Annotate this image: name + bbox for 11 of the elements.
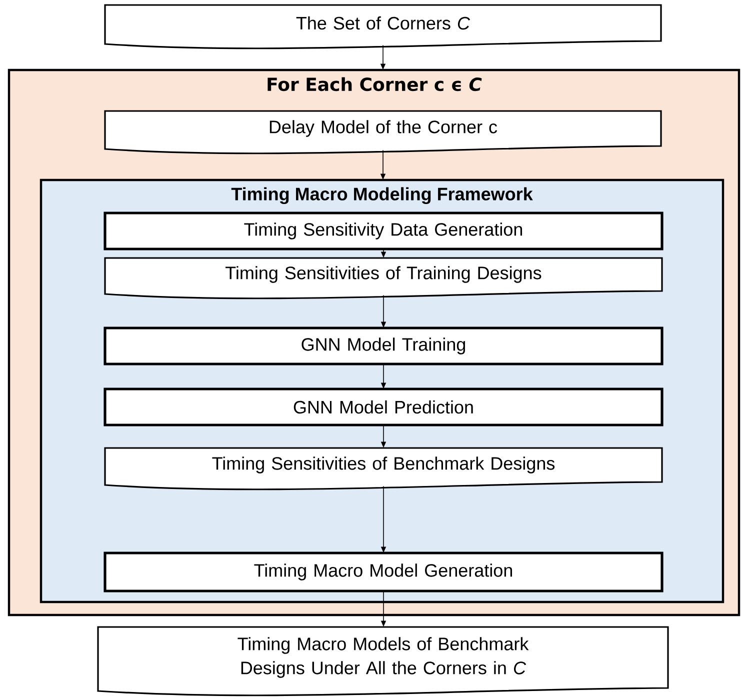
process-box: GNN Model Prediction [104,388,664,426]
process-box: Timing Sensitivity Data Generation [104,212,664,250]
process-box: GNN Model Training [104,326,664,366]
group-heading: Timing Macro Modeling Framework [231,187,533,204]
process-box: Timing Macro Model Generation [104,552,664,592]
document-box: The Set of Corners C [104,4,662,50]
document-box: Delay Model of the Corner c [104,110,662,154]
group-heading: For Each Corner c ϵ C [268,77,482,92]
document-box: Timing Sensitivities of Training Designs [104,257,663,300]
document-box: Timing Macro Models of Benchmark Designs Under All the Corners in C [97,626,669,696]
document-box: Timing Sensitivities of Benchmark Designs [104,447,663,490]
